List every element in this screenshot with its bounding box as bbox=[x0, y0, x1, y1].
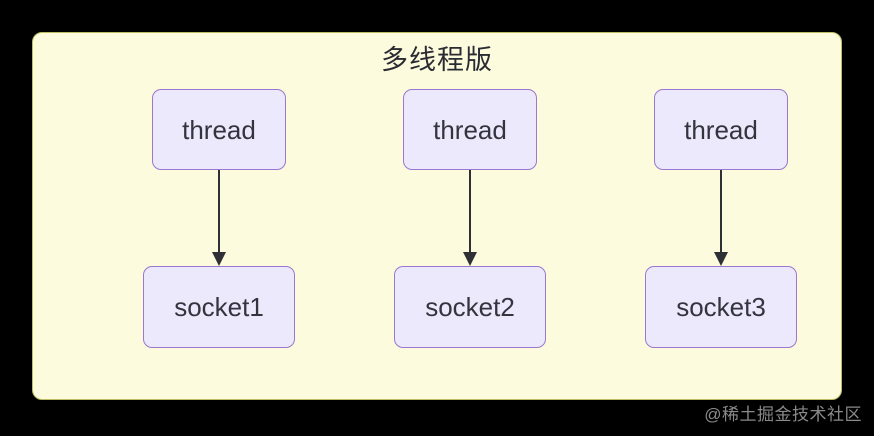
diagram-panel: 多线程版 thread socket1 thread socket2 bbox=[32, 32, 842, 400]
watermark: @稀土掘金技术社区 bbox=[704, 405, 862, 424]
thread-box-3[interactable]: thread bbox=[654, 89, 788, 170]
flow-columns-container: thread socket1 thread socket2 thread bbox=[33, 33, 841, 399]
arrow-head-icon bbox=[714, 252, 728, 266]
arrow-thread-to-socket3 bbox=[713, 170, 729, 266]
arrow-thread-to-socket2 bbox=[462, 170, 478, 266]
arrow-shaft bbox=[218, 170, 220, 254]
flow-column-1: thread socket1 bbox=[143, 33, 295, 399]
socket-box-3[interactable]: socket3 bbox=[645, 266, 797, 348]
socket-box-1[interactable]: socket1 bbox=[143, 266, 295, 348]
diagram-title: 多线程版 bbox=[381, 45, 493, 75]
arrow-shaft bbox=[720, 170, 722, 254]
arrow-shaft bbox=[469, 170, 471, 254]
flow-column-3: thread socket3 bbox=[645, 33, 797, 399]
thread-box-1[interactable]: thread bbox=[152, 89, 286, 170]
arrow-head-icon bbox=[212, 252, 226, 266]
thread-box-2[interactable]: thread bbox=[403, 89, 537, 170]
socket-box-2[interactable]: socket2 bbox=[394, 266, 546, 348]
flow-column-2: thread socket2 bbox=[394, 33, 546, 399]
arrow-thread-to-socket1 bbox=[211, 170, 227, 266]
arrow-head-icon bbox=[463, 252, 477, 266]
